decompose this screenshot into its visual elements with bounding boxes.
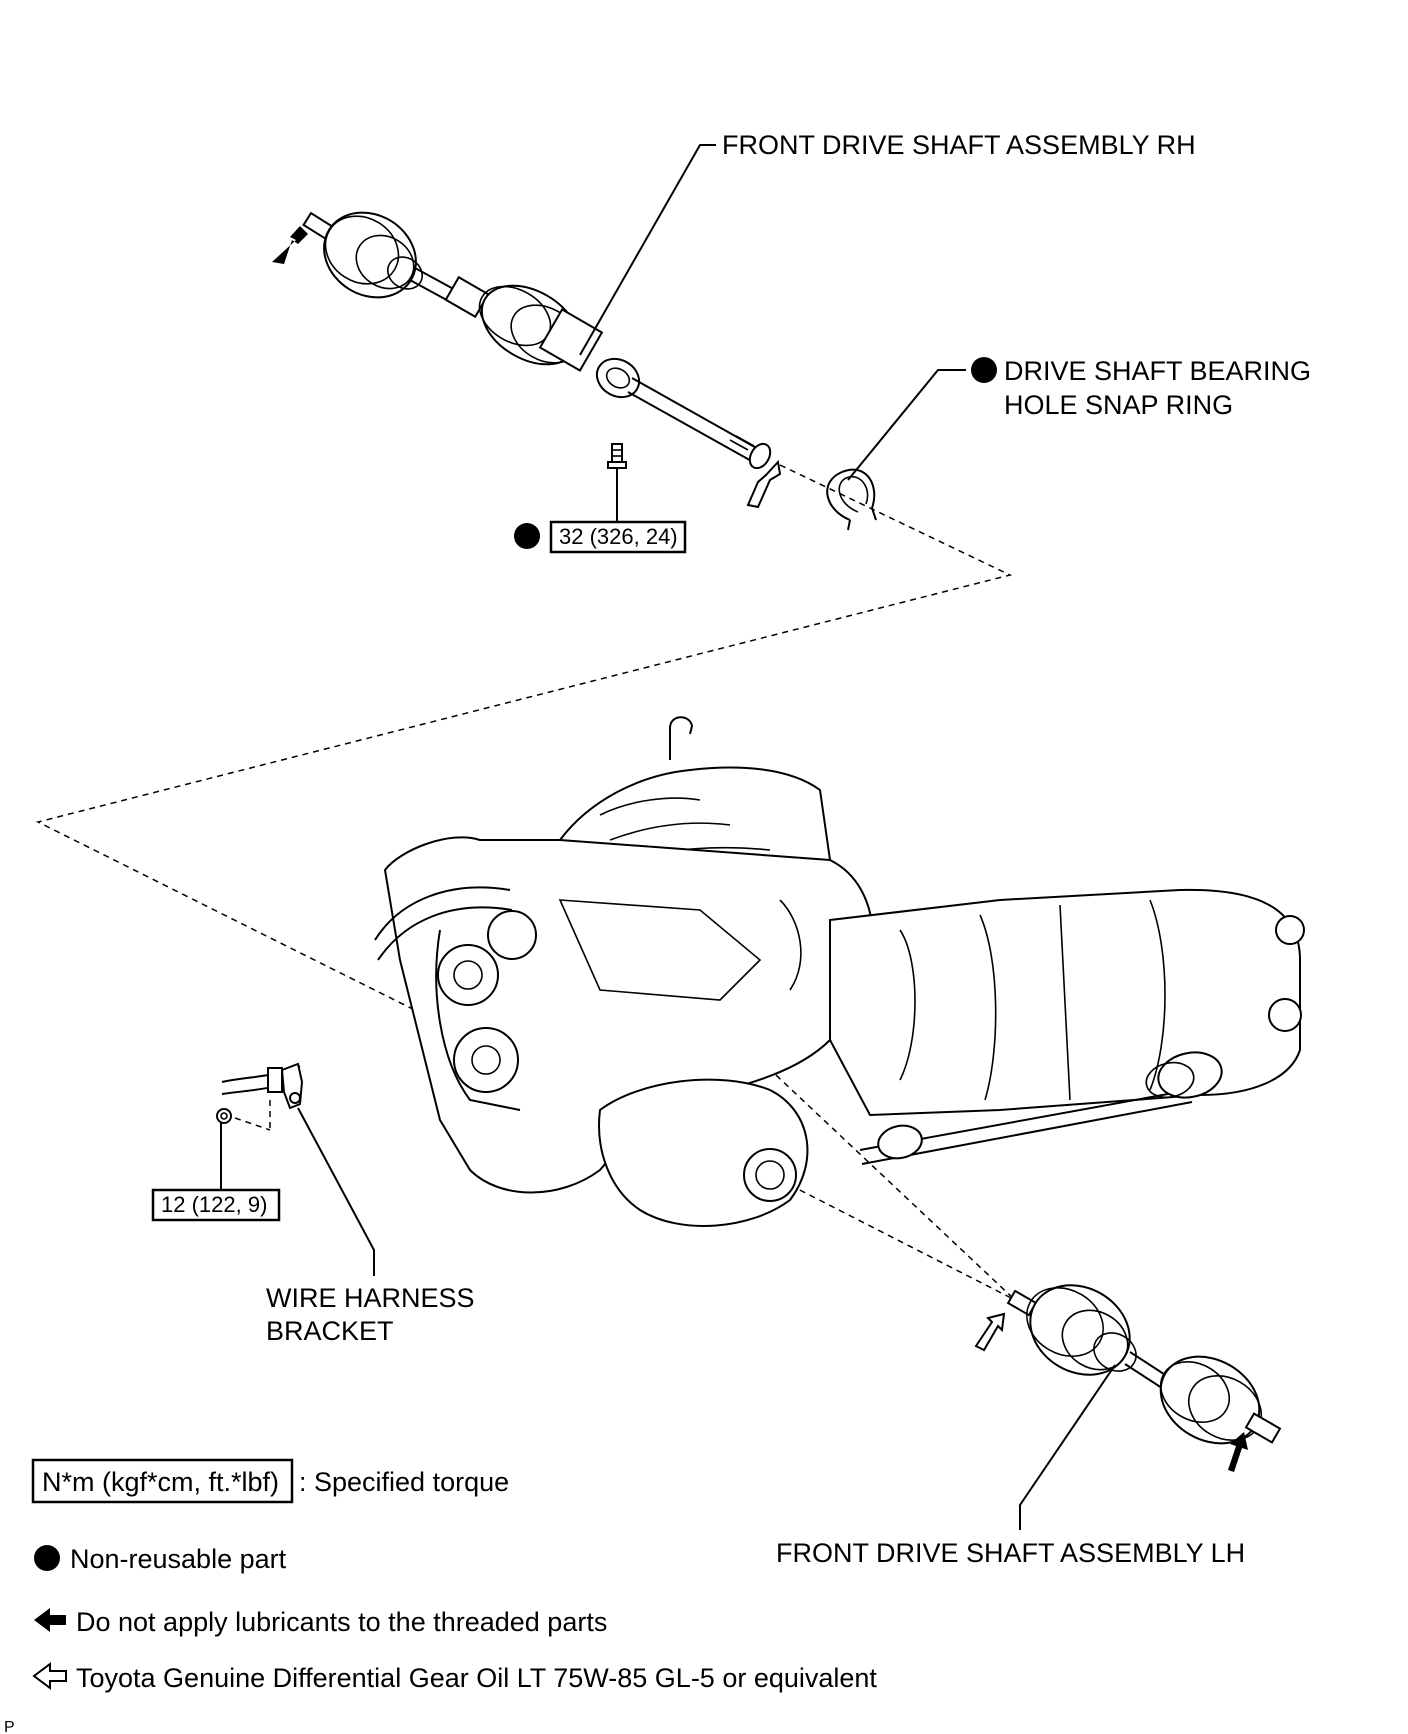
bracket-bolt (216, 1108, 232, 1124)
legend-torque-box (31, 1458, 294, 1504)
bearing-bolt (607, 443, 627, 469)
drive-shaft-bearing-hole-snap-ring (826, 468, 877, 531)
legend-torque-text: : Specified torque (299, 1467, 509, 1497)
front-drive-shaft-lh (1006, 1284, 1282, 1445)
legend-black-arrow-icon (34, 1608, 66, 1632)
label-snap-ring-line1: DRIVE SHAFT BEARING (1004, 356, 1311, 386)
alignment-lines (35, 464, 1016, 1301)
gear-oil-arrow-rh (746, 459, 782, 509)
torque-box-bracket-bolt (151, 1188, 281, 1222)
legend-nonreusable-icon (34, 1545, 60, 1571)
no-lube-arrow-rh (272, 226, 308, 264)
torque-bracket-bolt: 12 (122, 9) (161, 1192, 267, 1217)
torque-bearing-bolt: 32 (326, 24) (559, 524, 678, 549)
legend-hollow-arrow-icon (32, 1662, 67, 1690)
legend-gear-oil-text: Toyota Genuine Differential Gear Oil LT … (76, 1663, 877, 1693)
no-lube-arrow-lh (1228, 1432, 1248, 1472)
nonreusable-mark-snap-ring (971, 357, 997, 383)
label-wire-harness-line1: WIRE HARNESS (266, 1283, 475, 1313)
label-snap-ring-line2: HOLE SNAP RING (1004, 390, 1233, 420)
corner-mark: P (4, 1719, 15, 1734)
wire-harness-bracket (221, 1062, 304, 1131)
torque-box-bearing-bolt (549, 520, 687, 554)
engine-transmission-assembly (374, 716, 1305, 1227)
legend-nonreusable-text: Non-reusable part (70, 1544, 287, 1574)
legend-no-lube-text: Do not apply lubricants to the threaded … (76, 1607, 607, 1637)
label-wire-harness-line2: BRACKET (266, 1316, 394, 1346)
legend: N*m (kgf*cm, ft.*lbf) : Specified torque… (31, 1458, 877, 1693)
label-front-drive-shaft-lh: FRONT DRIVE SHAFT ASSEMBLY LH (776, 1538, 1245, 1568)
gear-oil-arrow-lh (974, 1312, 1006, 1352)
legend-torque-box-text: N*m (kgf*cm, ft.*lbf) (42, 1467, 279, 1497)
label-front-drive-shaft-rh: FRONT DRIVE SHAFT ASSEMBLY RH (722, 130, 1196, 160)
front-drive-shaft-rh (302, 211, 772, 470)
nonreusable-mark-bolt (514, 523, 540, 549)
